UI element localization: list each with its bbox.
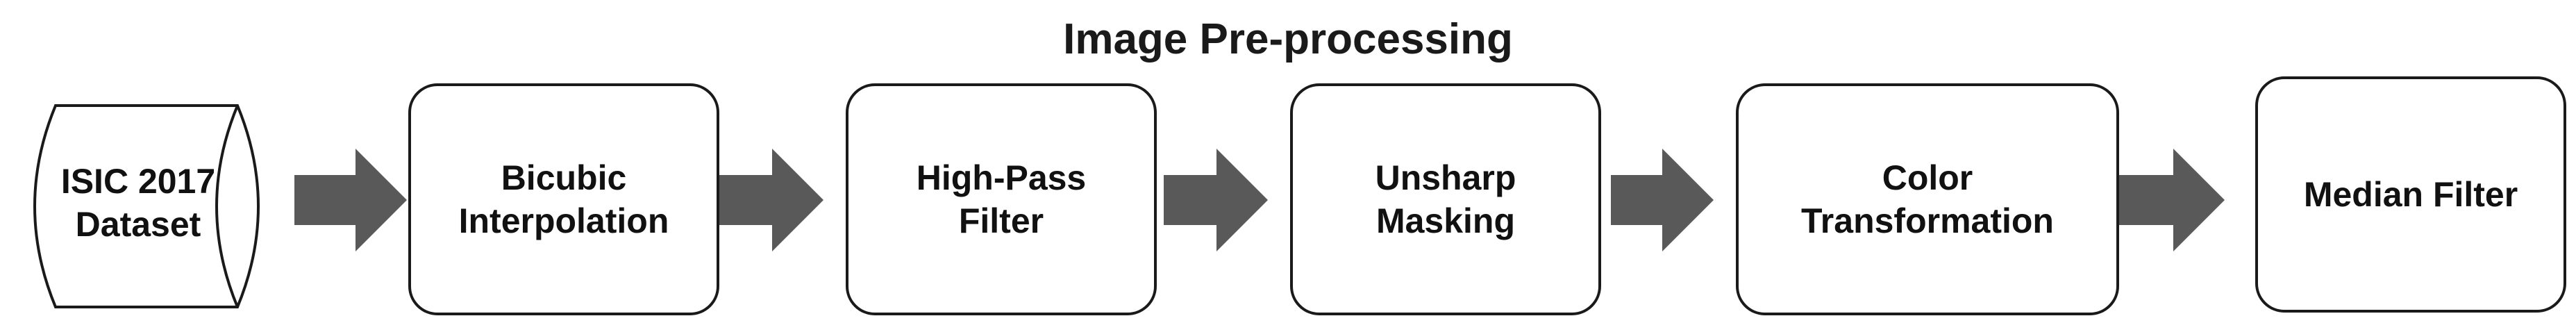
median-filter-box: Median Filter	[2255, 76, 2566, 313]
high-pass-filter-label: High-Pass Filter	[916, 158, 1087, 241]
arrow-4	[1611, 149, 1714, 251]
high-pass-filter-box: High-Pass Filter	[846, 83, 1157, 315]
bicubic-interpolation-label: Bicubic Interpolation	[458, 158, 669, 241]
dataset-label: ISIC 2017 Dataset	[60, 161, 216, 244]
arrow-1	[294, 149, 407, 251]
arrow-5	[2119, 149, 2225, 251]
diagram-title: Image Pre-processing	[1063, 15, 1513, 63]
unsharp-masking-box: Unsharp Masking	[1290, 83, 1601, 315]
bicubic-interpolation-box: Bicubic Interpolation	[408, 83, 719, 315]
median-filter-label: Median Filter	[2303, 174, 2518, 214]
unsharp-masking-label: Unsharp Masking	[1375, 158, 1516, 241]
arrow-2	[719, 149, 823, 251]
arrow-3	[1164, 149, 1268, 251]
dataset-node	[33, 104, 260, 308]
color-transformation-label: Color Transformation	[1801, 158, 2054, 241]
color-transformation-box: Color Transformation	[1736, 83, 2119, 315]
